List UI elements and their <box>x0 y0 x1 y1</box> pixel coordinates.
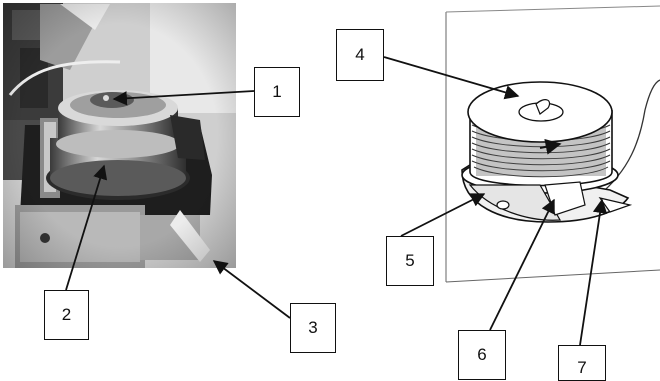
callout-2: 2 <box>44 290 89 340</box>
arrow-4 <box>383 56 520 100</box>
callout-7: 7 <box>558 345 606 381</box>
callout-5: 5 <box>386 236 434 286</box>
arrow-5 <box>400 193 486 237</box>
callout-1: 1 <box>254 67 300 117</box>
bobbin-assembly-photo-icon <box>3 3 236 268</box>
leader-arrows <box>65 56 608 346</box>
arrow-6 <box>489 198 555 331</box>
arrow-3 <box>212 260 291 319</box>
callout-6: 6 <box>458 330 506 380</box>
arrow-2 <box>65 164 108 291</box>
arrow-1 <box>112 90 255 106</box>
callout-4: 4 <box>336 29 384 81</box>
callout-3: 3 <box>290 303 336 353</box>
arrow-7 <box>579 198 608 346</box>
bobbin-case-drawing-icon <box>445 5 660 283</box>
